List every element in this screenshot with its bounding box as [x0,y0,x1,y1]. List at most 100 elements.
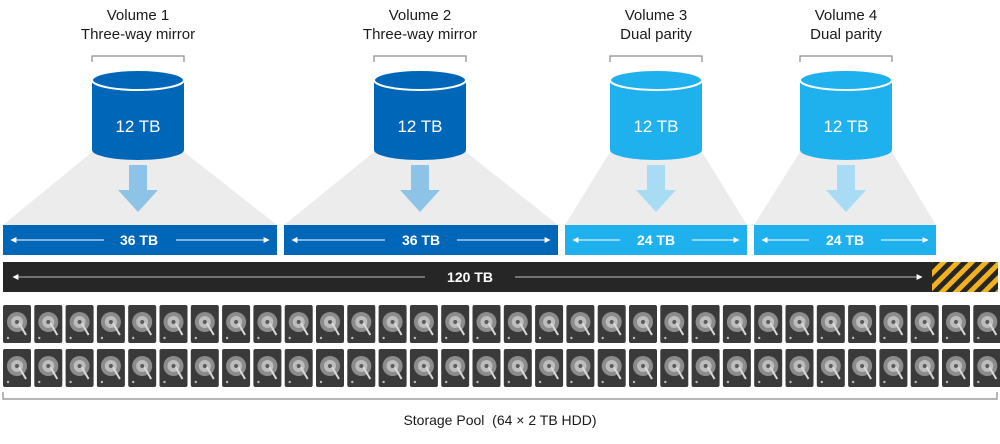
volume-2-title: Volume 2 Three-way mirror [330,6,510,44]
volume-2-cylinder-top [373,69,467,91]
drive-icon [284,349,313,387]
drive-icon [660,349,689,387]
drive-icon [848,349,877,387]
volume-3-resiliency: Dual parity [620,26,692,43]
drive-icon [128,305,157,343]
drive-icon [879,349,908,387]
drive-icon [785,349,814,387]
volume-2-name: Volume 2 [388,7,452,24]
drive-icon [754,305,783,343]
volume-3-footprint: 24 TB [636,232,676,248]
drive-icon [96,305,125,343]
volume-1-title: Volume 1 Three-way mirror [48,6,228,44]
volume-2-resiliency: Three-way mirror [362,26,478,43]
volume-4-cylinder-top [799,69,893,91]
volume-3-title: Volume 3 Dual parity [566,6,746,44]
volume-4-group [754,55,936,255]
drive-icon [34,349,63,387]
drive-icon [284,305,313,343]
drive-icon [816,349,845,387]
drive-icon [722,349,751,387]
drive-icon [222,349,251,387]
volume-2-group [284,55,558,255]
volume-3-bracket [609,55,703,62]
volume-4-title: Volume 4 Dual parity [756,6,936,44]
volume-3-name: Volume 3 [624,7,688,24]
drive-icon [190,305,219,343]
drive-icon [503,305,532,343]
drive-icon [441,349,470,387]
pool-capacity-label: 120 TB [447,269,493,285]
volume-4-size: 12 TB [823,117,869,136]
drive-icon [472,349,501,387]
drive-icon [597,305,626,343]
volume-4-resiliency: Dual parity [810,26,882,43]
drive-icon [910,305,939,343]
volume-1-size: 12 TB [115,117,161,136]
drive-icon [409,305,438,343]
drive-icon [222,305,251,343]
drive-icon [597,349,626,387]
drive-icon [159,349,188,387]
volume-2-down-arrow [400,165,440,212]
storage-pool-label: Storage Pool (64 × 2 TB HDD) [403,412,597,428]
drive-icon [691,305,720,343]
drive-icon [441,305,470,343]
drive-icon [253,305,282,343]
drive-icon [816,305,845,343]
reserve-capacity-bar [932,262,998,292]
volume-4-footprint: 24 TB [825,232,865,248]
drive-icon [722,305,751,343]
drive-icon [942,305,970,343]
drive-icon [973,305,1000,343]
drive-icon [785,305,814,343]
drive-icon [472,305,501,343]
drive-icon [566,349,595,387]
drive-icon [910,349,939,387]
volume-3-size: 12 TB [633,117,679,136]
volume-1-bracket [91,55,185,62]
drive-icon [660,305,689,343]
drive-icon [535,349,564,387]
drive-icon [879,305,908,343]
pool-bracket [2,392,998,400]
drive-icon [253,349,282,387]
drive-icon [378,349,407,387]
drive-icon [3,349,31,387]
volume-1-resiliency: Three-way mirror [80,26,196,43]
drive-icon [691,349,720,387]
volume-2-size: 12 TB [397,117,443,136]
volume-2-bracket [373,55,467,62]
drive-icon [378,305,407,343]
drive-icon [128,349,157,387]
drive-icon [942,349,970,387]
drive-icon [347,349,376,387]
drive-icon [409,349,438,387]
volume-2-footprint: 36 TB [401,232,441,248]
drive-icon [347,305,376,343]
drive-icon [65,305,94,343]
volume-1-cylinder-body [92,80,184,160]
drive-icon [190,349,219,387]
volume-1-down-arrow [118,165,158,212]
volume-2-cylinder-body [374,80,466,160]
drive-icon [316,349,344,387]
drive-icon [34,305,63,343]
drive-icon [629,305,657,343]
volume-4-bracket [799,55,893,62]
drive-icon [848,305,877,343]
volume-4-cylinder-body [800,80,892,160]
volume-3-down-arrow [636,165,676,212]
volume-3-cylinder-top [609,69,703,91]
volume-1-group [3,55,277,255]
volume-1-cylinder-top [91,69,185,91]
volume-1-name: Volume 1 [106,7,170,24]
volume-1-footprint: 36 TB [119,232,159,248]
volume-3-cylinder-body [610,80,702,160]
drive-icon [65,349,94,387]
drive-icon [535,305,564,343]
drive-icon [316,305,344,343]
drive-icon [96,349,125,387]
drive-icon [629,349,657,387]
